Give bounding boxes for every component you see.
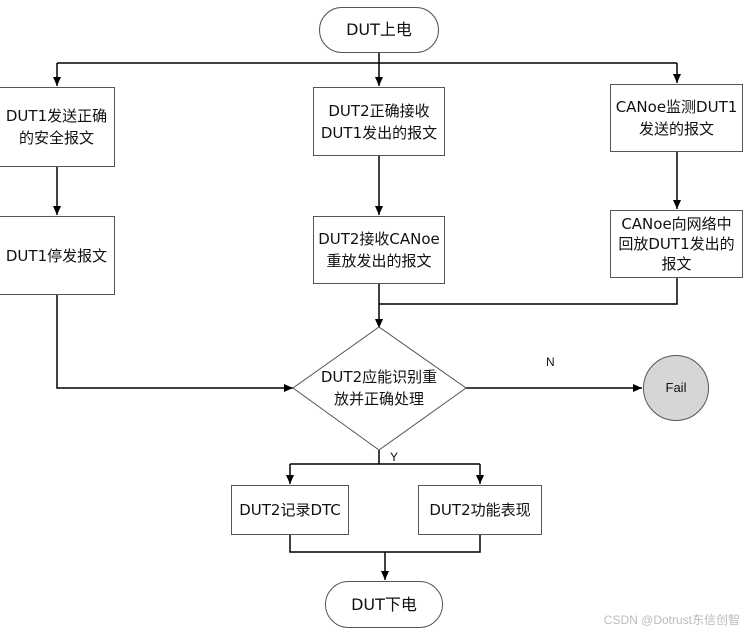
- decision-diamond: [292, 326, 467, 451]
- middle-step2-box: DUT2接收CANoe 重放发出的报文: [313, 216, 445, 284]
- right-step2-box: CANoe向网络中 回放DUT1发出的 报文: [610, 210, 743, 278]
- middle-step1-box: DUT2正确接收 DUT1发出的报文: [313, 87, 445, 156]
- start-terminal: DUT上电: [319, 7, 439, 53]
- end-terminal: DUT下电: [325, 581, 443, 628]
- yes-label: Y: [390, 450, 399, 464]
- watermark: CSDN @Dotrust东信创智: [603, 613, 740, 627]
- connector-right-to-merge: [379, 278, 678, 305]
- outcome-left-box: DUT2记录DTC: [231, 485, 349, 535]
- connector-outcomes-merge: [289, 535, 481, 553]
- decision-label: DUT2应能识别重 放并正确处理: [320, 368, 438, 408]
- fail-terminal: Fail: [643, 355, 709, 421]
- arrow-left-to-decision: [56, 295, 293, 392]
- right-step1-box: CANoe监测DUT1 发送的报文: [610, 84, 743, 152]
- left-step1-box: DUT1发送正确 的安全报文: [0, 87, 115, 167]
- outcome-right-box: DUT2功能表现: [418, 485, 542, 535]
- no-label: N: [546, 355, 555, 369]
- left-step2-box: DUT1停发报文: [0, 216, 115, 295]
